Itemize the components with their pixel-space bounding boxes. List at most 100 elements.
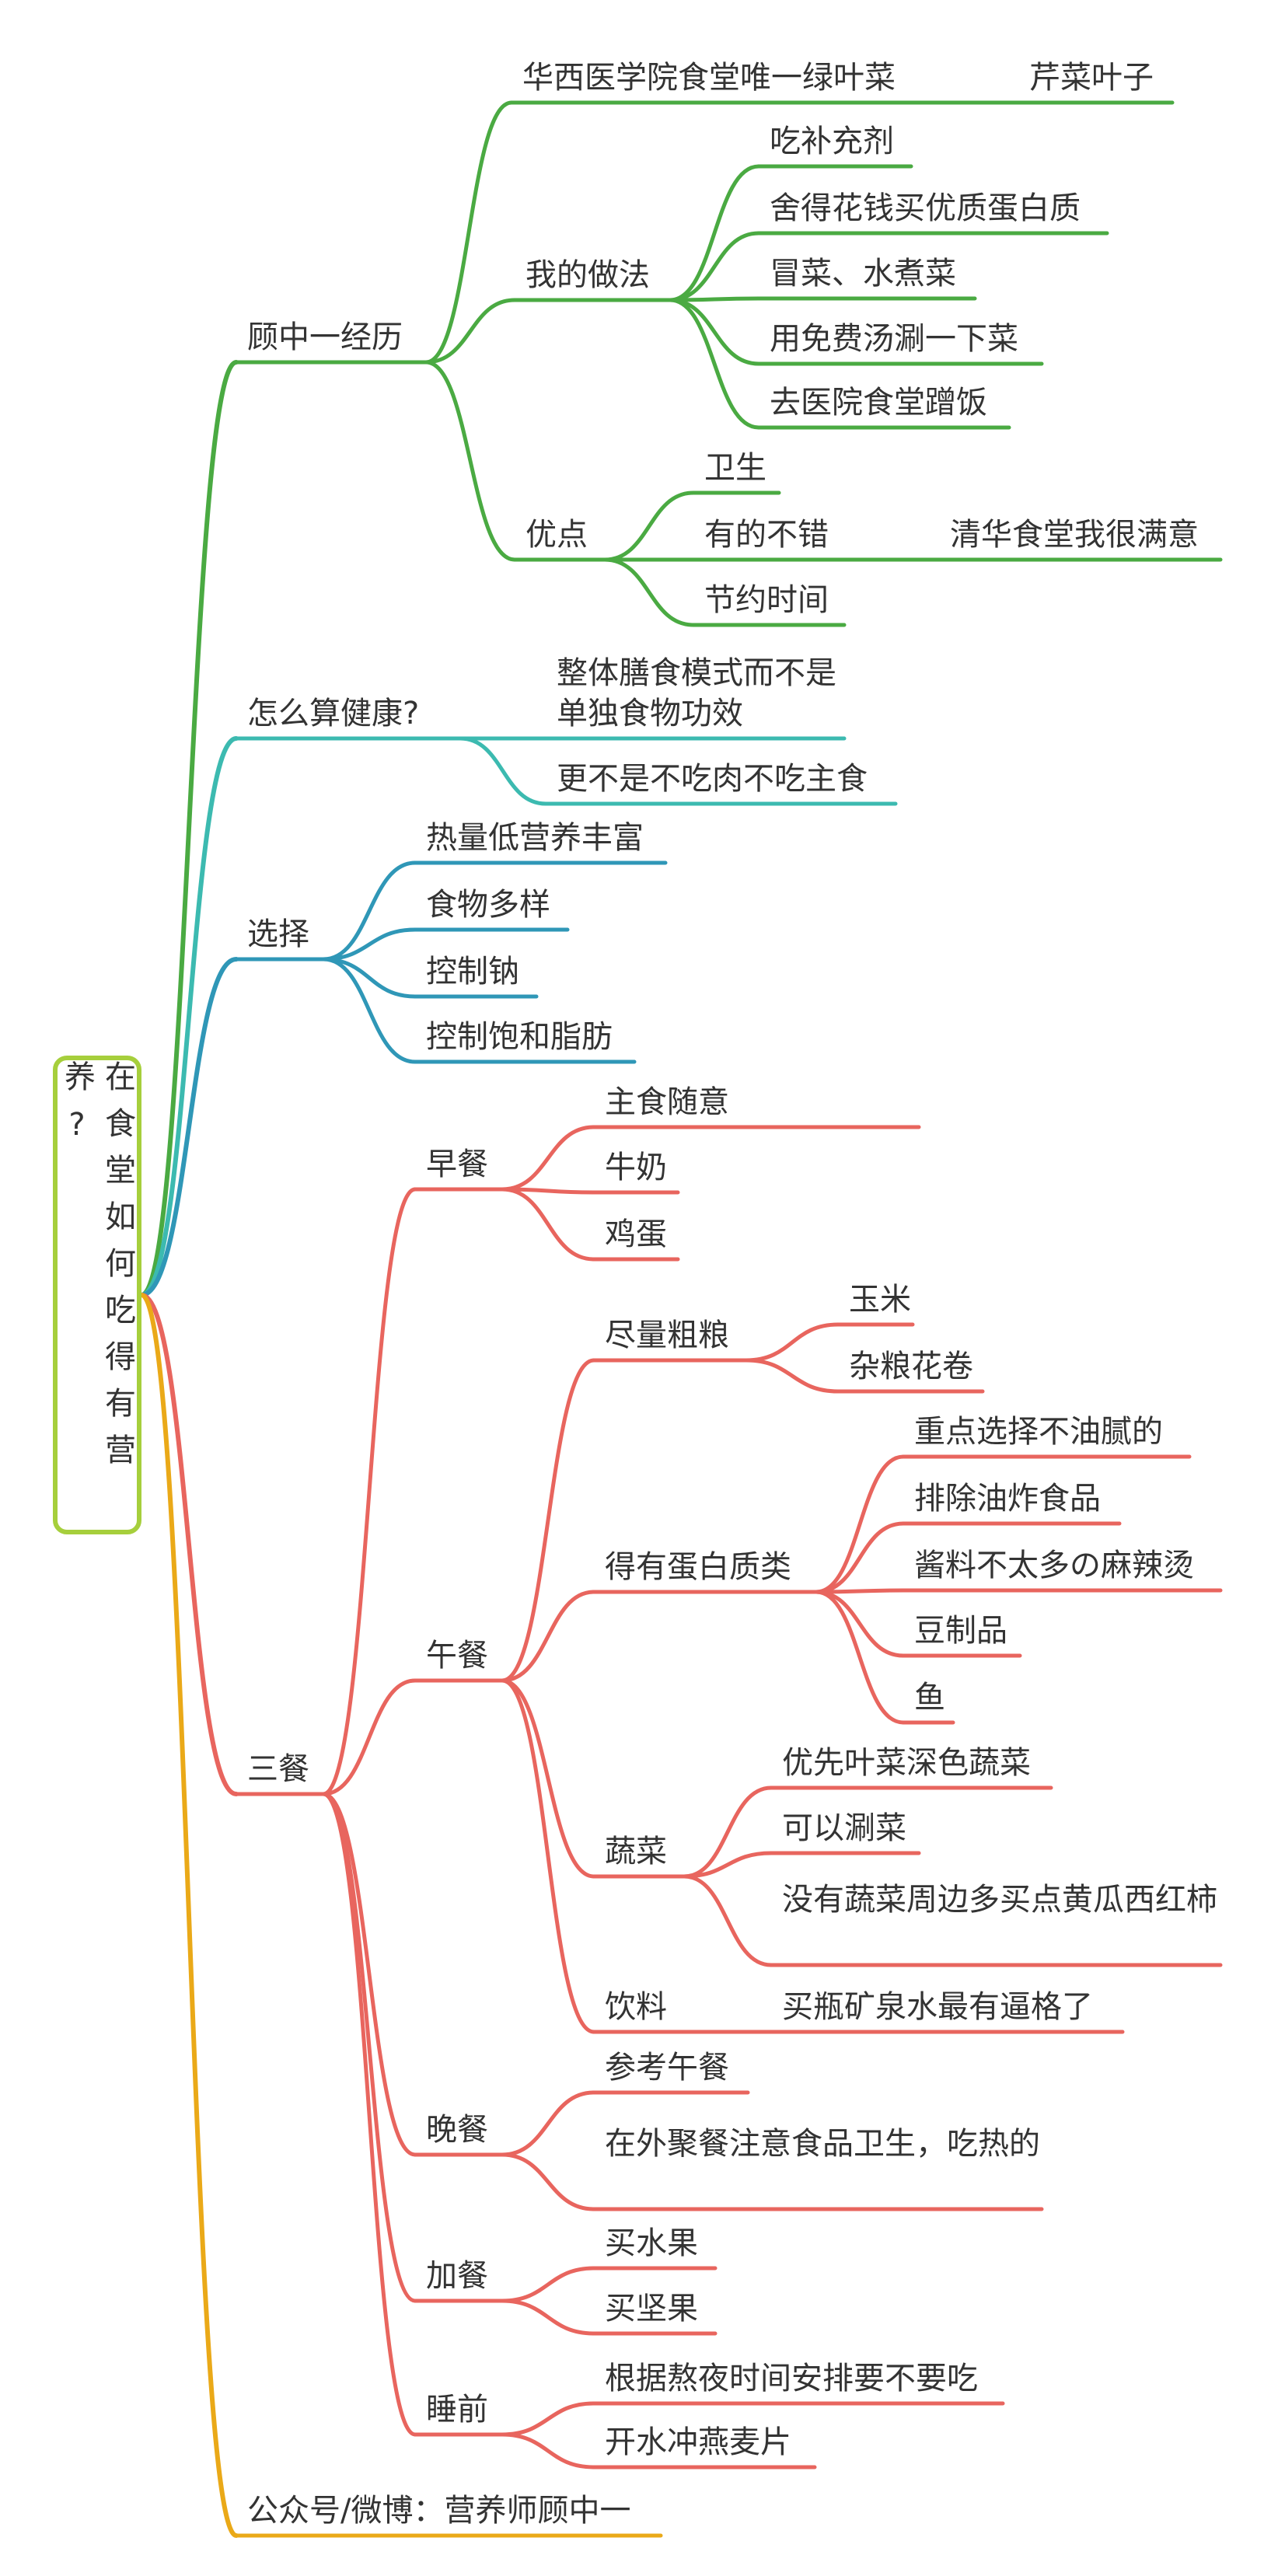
n4e2-branch-line: [500, 2432, 596, 2470]
n3c-branch-line: [321, 957, 417, 999]
n4e2-node[interactable]: 开水冲燕麦片: [605, 2424, 791, 2460]
n4a3-node[interactable]: 鸡蛋: [605, 1216, 667, 1252]
n4a1-branch-line: [500, 1125, 596, 1192]
n4b4-node[interactable]: 饮料: [605, 1989, 667, 2025]
n1a-branch-line: [424, 100, 514, 365]
n3d-node[interactable]: 控制饱和脂肪: [426, 1019, 613, 1055]
n1b2-node[interactable]: 舍得花钱买优质蛋白质: [770, 190, 1081, 226]
n4d2-node[interactable]: 买坚果: [605, 2291, 698, 2326]
n3a-node[interactable]: 热量低营养丰富: [426, 820, 644, 856]
n4b1a-node[interactable]: 玉米: [849, 1282, 911, 1318]
n4b4-branch-line: [500, 1678, 596, 2034]
n4b3-node[interactable]: 蔬菜: [605, 1834, 667, 1869]
n4b2a-node[interactable]: 重点选择不油腻的: [914, 1414, 1163, 1450]
n4e1-branch-line: [500, 2401, 596, 2437]
root-node[interactable]: 在食堂如何吃得有营养?: [53, 1056, 141, 1534]
n1c3-branch-line: [602, 557, 696, 627]
n4b1-node[interactable]: 尽量粗粮: [605, 1318, 729, 1353]
n4b4a-node[interactable]: 买瓶矿泉水最有逼格了: [782, 1989, 1093, 2025]
n1b4-node[interactable]: 用免费汤涮一下菜: [770, 321, 1018, 357]
n4b1b-node[interactable]: 杂粮花卷: [849, 1349, 973, 1384]
n4c2-branch-line: [500, 2152, 596, 2211]
n4-node[interactable]: 三餐: [247, 1751, 309, 1787]
n4b2c-node[interactable]: 酱料不太多の麻辣烫: [914, 1548, 1194, 1583]
n4c1-branch-line: [500, 2090, 596, 2157]
n4c2-node[interactable]: 在外聚餐注意食品卫生，吃热的: [605, 2126, 1040, 2162]
n4b3c-node[interactable]: 没有蔬菜周边多买点黄瓜西红柿: [782, 1882, 1217, 1918]
n4c-node[interactable]: 晚餐: [426, 2112, 488, 2148]
n5-node[interactable]: 公众号/微博：营养师顾中一: [247, 2493, 631, 2529]
n3d-branch-line: [321, 957, 417, 1064]
n4b2c-branch-line: [814, 1588, 906, 1594]
n1b2-branch-line: [668, 231, 761, 302]
n1b1-node[interactable]: 吃补充剂: [770, 124, 894, 159]
n1b3-node[interactable]: 冒菜、水煮菜: [770, 256, 956, 291]
n4b2b-branch-line: [814, 1521, 906, 1594]
n4e-branch-line: [321, 1792, 417, 2437]
n4d1-node[interactable]: 买水果: [605, 2225, 698, 2261]
n2b-node[interactable]: 更不是不吃肉不吃主食: [557, 761, 868, 797]
n2-node[interactable]: 怎么算健康?: [247, 696, 420, 731]
n3a-branch-line: [321, 860, 417, 962]
n1c2-node[interactable]: 有的不错: [704, 517, 829, 553]
n4a3-branch-line: [500, 1187, 596, 1262]
n1b1-branch-line: [668, 164, 761, 302]
n4b2a-branch-line: [814, 1454, 906, 1594]
n1b5-node[interactable]: 去医院食堂蹭饭: [770, 385, 987, 421]
n1c2a-node[interactable]: 清华食堂我很满意: [950, 517, 1199, 553]
n1-branch-line: [139, 360, 239, 1297]
n1c1-branch-line: [602, 490, 696, 562]
n3-branch-line: [139, 957, 239, 1297]
n3b-branch-line: [321, 927, 417, 962]
n4b3b-branch-line: [682, 1851, 773, 1879]
root-node-label: 在食堂如何吃得有营养?: [59, 1060, 135, 1480]
n2a-node[interactable]: 整体膳食模式而不是单独食物功效: [557, 655, 836, 731]
n4b2b-node[interactable]: 排除油炸食品: [914, 1481, 1101, 1517]
n4b2e-branch-line: [814, 1590, 906, 1725]
n4c1-node[interactable]: 参考午餐: [605, 2050, 729, 2086]
n4b1-branch-line: [500, 1358, 596, 1683]
n4b2d-branch-line: [814, 1590, 906, 1658]
n3-node[interactable]: 选择: [247, 916, 309, 952]
n1b5-branch-line: [668, 298, 761, 430]
n1c3-node[interactable]: 节约时间: [704, 582, 829, 618]
n4d-branch-line: [321, 1792, 417, 2303]
n4e-node[interactable]: 睡前: [426, 2392, 488, 2428]
n4b-branch-line: [321, 1678, 417, 1796]
n4c-branch-line: [321, 1792, 417, 2157]
n2-branch-line: [139, 736, 239, 1297]
n4b2-node[interactable]: 得有蛋白质类: [605, 1549, 791, 1585]
n4a2-branch-line: [500, 1187, 596, 1195]
n1b-branch-line: [424, 298, 517, 365]
n4b3a-branch-line: [682, 1785, 773, 1879]
n4a-node[interactable]: 早餐: [426, 1147, 488, 1182]
n1-node[interactable]: 顾中一经历: [247, 319, 403, 355]
n4b3a-node[interactable]: 优先叶菜深色蔬菜: [782, 1745, 1031, 1781]
n4d-node[interactable]: 加餐: [426, 2258, 488, 2294]
n4d1-branch-line: [500, 2266, 596, 2303]
n1c-node[interactable]: 优点: [526, 517, 588, 553]
n4b1b-branch-line: [744, 1358, 840, 1394]
n5-branch-line: [139, 1293, 239, 2538]
n1b-node[interactable]: 我的做法: [526, 257, 650, 293]
n1a1-node[interactable]: 芹菜叶子: [1029, 60, 1154, 96]
n2b-branch-line: [458, 736, 548, 806]
n4b2e-node[interactable]: 鱼: [914, 1680, 945, 1716]
n4a2-node[interactable]: 牛奶: [605, 1150, 667, 1185]
n4e1-node[interactable]: 根据熬夜时间安排要不要吃: [605, 2361, 978, 2396]
n1b4-branch-line: [668, 298, 761, 366]
n4b1a-branch-line: [744, 1322, 840, 1363]
n4b-node[interactable]: 午餐: [426, 1638, 488, 1674]
n4a1-node[interactable]: 主食随意: [605, 1084, 729, 1120]
n4b3b-node[interactable]: 可以涮菜: [782, 1810, 906, 1846]
n4b2d-node[interactable]: 豆制品: [914, 1613, 1007, 1649]
n1c-branch-line: [424, 360, 517, 562]
n1b3-branch-line: [668, 296, 761, 302]
n4d2-branch-line: [500, 2299, 596, 2336]
n1c1-node[interactable]: 卫生: [704, 450, 766, 486]
n3b-node[interactable]: 食物多样: [426, 887, 550, 923]
n4b3c-branch-line: [682, 1874, 773, 1967]
n3c-node[interactable]: 控制钠: [426, 954, 519, 990]
n1a-node[interactable]: 华西医学院食堂唯一绿叶菜: [522, 60, 896, 96]
